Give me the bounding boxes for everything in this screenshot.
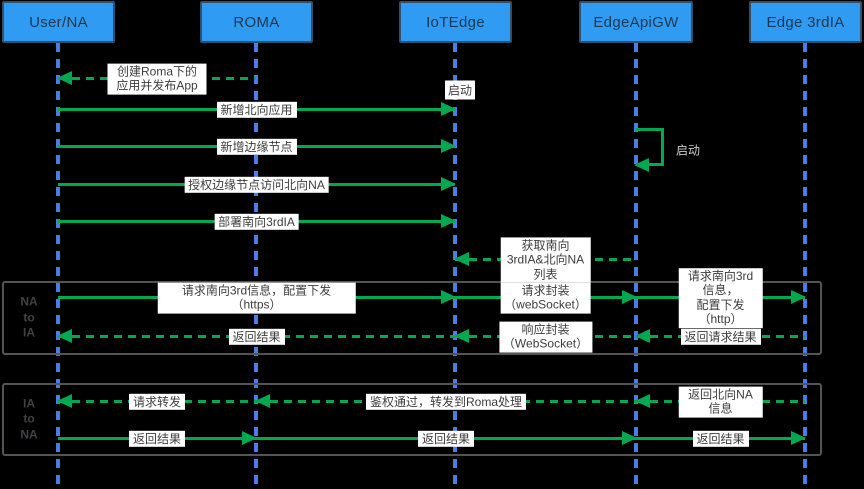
message-label: 请求封装（webSocket） (500, 282, 591, 314)
message-label: 请求转发 (128, 393, 186, 411)
arrowhead-icon (441, 139, 456, 153)
actor-box-user-na: User/NA (2, 1, 115, 43)
actor-label: EdgeApiGW (593, 13, 679, 31)
message-label: 获取南向3rdIA&北向NA列表 (500, 237, 591, 283)
arrowhead-icon (622, 431, 637, 445)
arrowhead-icon (635, 394, 650, 408)
actor-box-roma: ROMA (200, 1, 313, 43)
message-label: 响应封装（WebSocket） (498, 321, 593, 353)
message-label: 新增边缘节点 (216, 138, 297, 156)
arrowhead-icon (791, 431, 806, 445)
actor-label: ROMA (233, 13, 280, 31)
message-label: 返回结果 (228, 328, 285, 346)
message-label: 请求南向3rd信息，配置下发（https） (157, 282, 356, 314)
message-label: 返回结果 (128, 430, 186, 448)
arrowhead-icon (634, 158, 649, 172)
arrowhead-icon (57, 394, 72, 408)
actor-box-iotedge: IoTEdge (399, 1, 512, 43)
arrowhead-icon (454, 252, 469, 266)
arrowhead-icon (57, 329, 72, 343)
lifeline-roma (254, 43, 258, 487)
message-label: 创建Roma下的应用并发布App (107, 63, 207, 95)
self-loop-label: 启动 (675, 143, 701, 158)
arrowhead-icon (441, 290, 456, 304)
self-loop-start (634, 128, 664, 172)
arrowhead-icon (441, 177, 456, 191)
actor-label: Edge 3rdIA (766, 13, 845, 31)
frame-label: NA to IA (20, 294, 38, 340)
message-label: 请求南向3rd信息， 配置下发（http） (678, 268, 763, 328)
message-label: 返回北向NA信息 (678, 386, 763, 418)
message-label: 鉴权通过，转发到Roma处理 (365, 393, 527, 411)
arrowhead-icon (255, 394, 270, 408)
arrowhead-icon (441, 214, 456, 228)
arrowhead-icon (441, 102, 456, 116)
lifeline-user-na (56, 43, 60, 487)
actor-box-edge-3rdia: Edge 3rdIA (749, 1, 862, 43)
message-label: 部署南向3rdIA (214, 213, 299, 231)
arrowhead-icon (57, 71, 72, 85)
note-iotedge-start: 启动 (444, 80, 476, 100)
arrowhead-icon (622, 290, 637, 304)
arrowhead-icon (791, 290, 806, 304)
message-label: 返回结果 (417, 430, 475, 448)
message-label: 返回结果 (692, 430, 749, 448)
actor-label: User/NA (29, 13, 88, 31)
frame-ia-to-na: IA to NA (2, 383, 822, 456)
lifeline-edgeapigw (634, 43, 638, 487)
frame-na-to-ia: NA to IA (2, 281, 822, 355)
message-label: 授权边缘节点访问北向NA (184, 176, 329, 194)
arrowhead-icon (454, 329, 469, 343)
lifeline-edge-3rdia (803, 43, 807, 487)
arrowhead-icon (635, 329, 650, 343)
actor-box-edgeapigw: EdgeApiGW (579, 1, 693, 43)
actor-label: IoTEdge (426, 13, 485, 31)
message-label: 新增北向应用 (216, 101, 297, 119)
arrowhead-icon (242, 431, 257, 445)
frame-label: IA to NA (20, 396, 38, 442)
message-label: 返回请求结果 (680, 328, 761, 346)
